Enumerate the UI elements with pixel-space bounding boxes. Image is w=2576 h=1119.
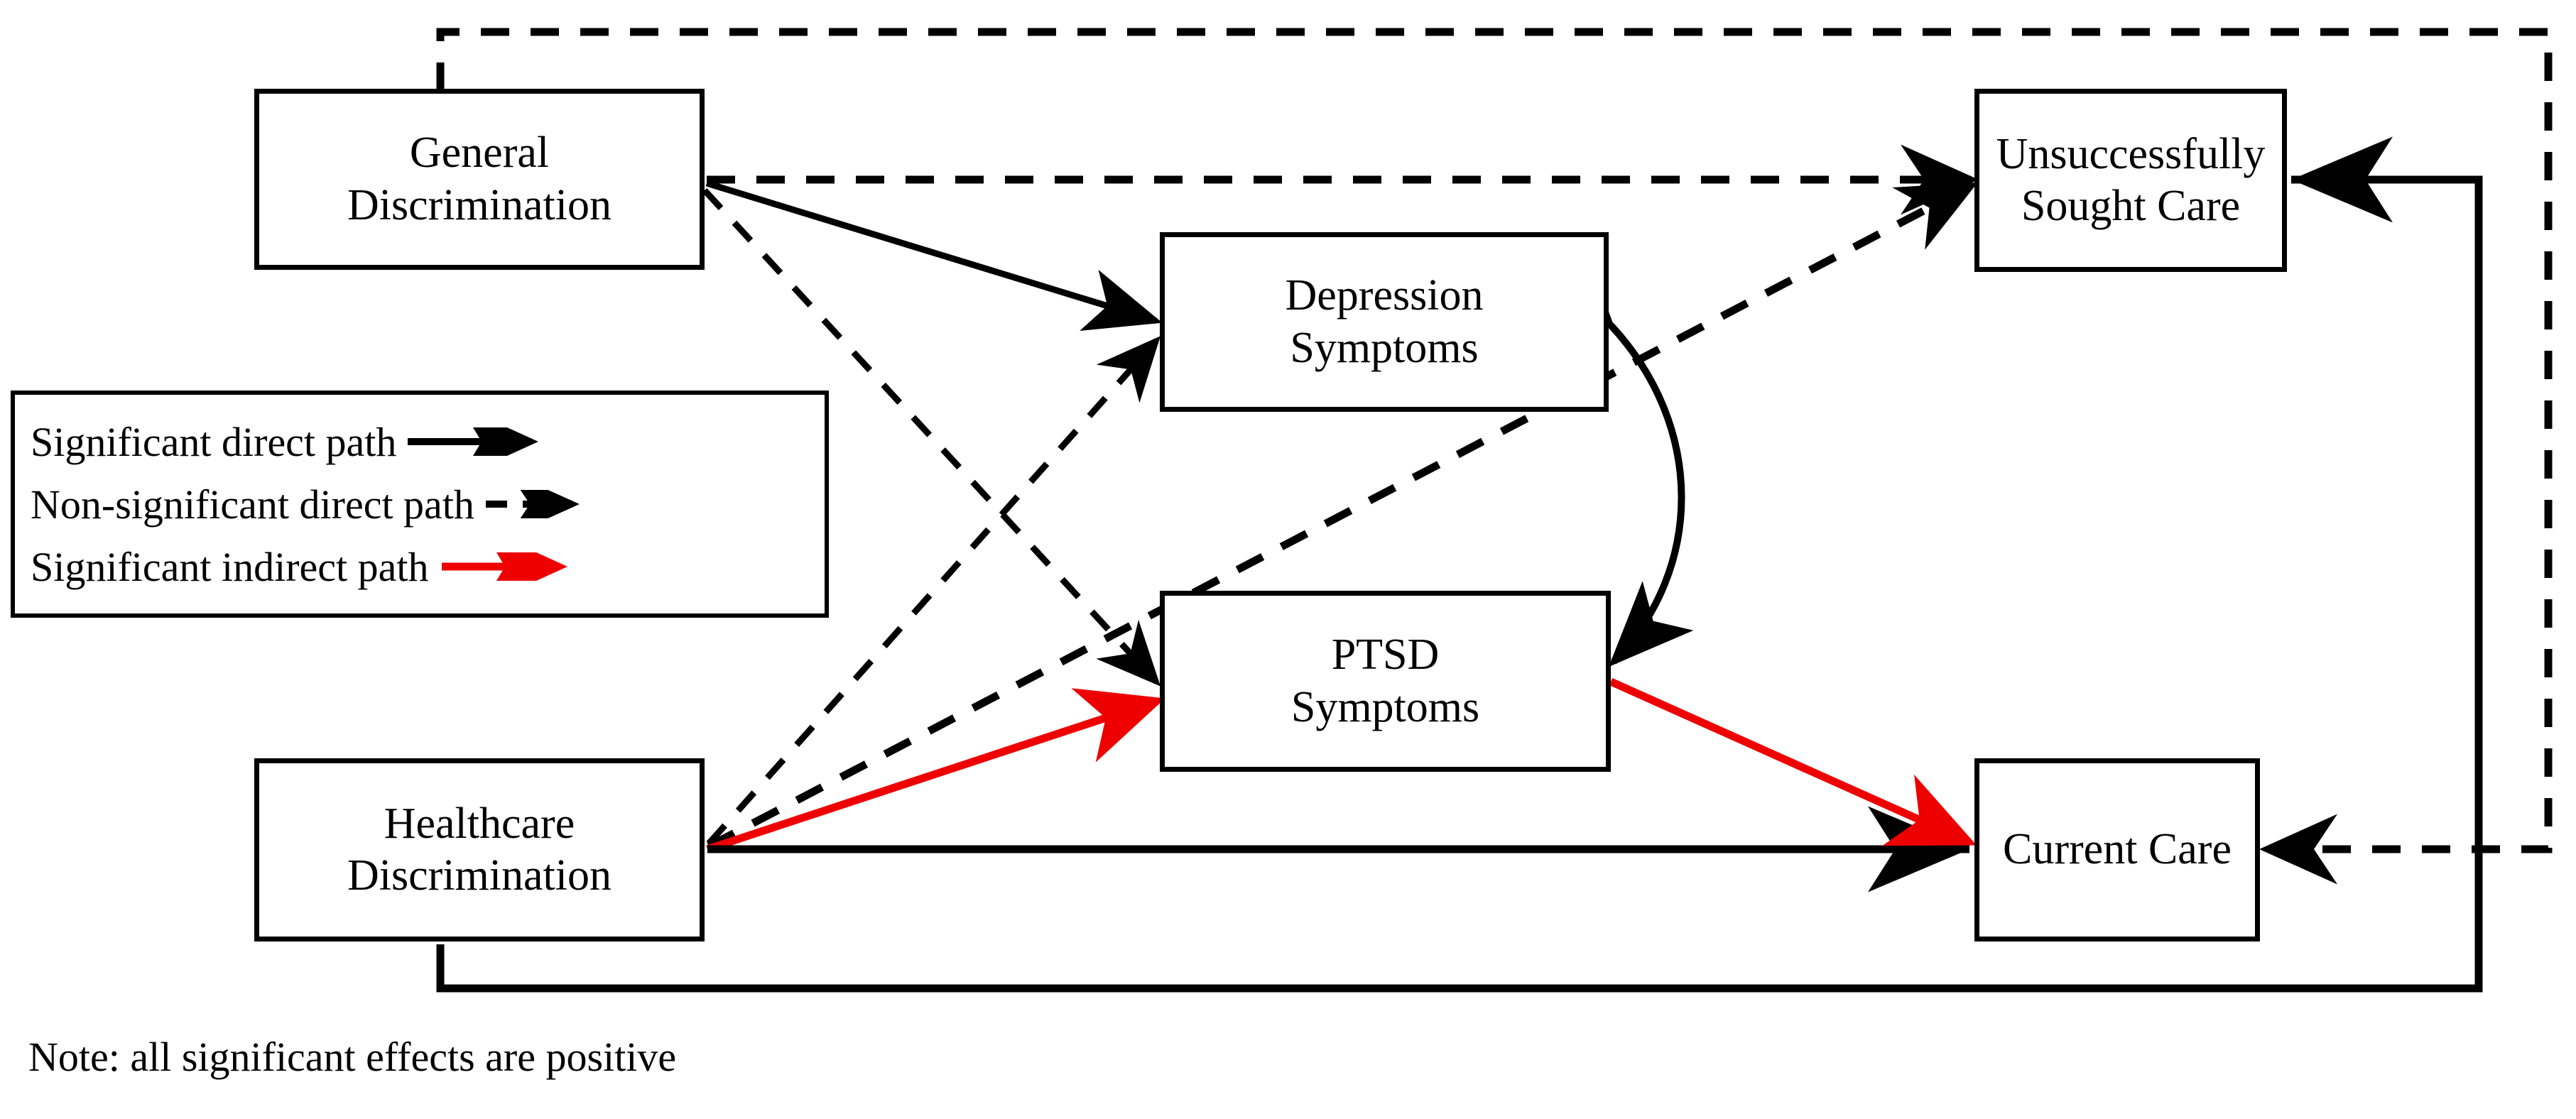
edge-healthcare-to-ptsd-indirect [706,688,1165,853]
edge-depression-ptsd-covariance [1531,244,1694,667]
node-general-discrimination[interactable]: General Discrimination [254,89,705,270]
node-label-line1: Unsuccessfully [1996,129,2266,178]
legend-label-nonsignificant-direct: Non-significant direct path [31,481,474,528]
legend-item-significant-indirect: Significant indirect path [15,535,825,598]
node-label-line2: Symptoms [1290,323,1479,372]
node-label-line2: Discrimination [347,851,612,900]
dashed-arrow-icon [484,490,591,518]
node-unsuccessfully-sought-care[interactable]: Unsuccessfully Sought Care [1974,89,2287,272]
edge-healthcare-to-depression [706,336,1161,846]
node-depression-symptoms[interactable]: Depression Symptoms [1160,232,1609,412]
node-label-line1: Depression [1285,271,1484,320]
edge-healthcare-bottom-to-unsuccessful [436,136,2483,993]
solid-arrow-icon [406,427,548,456]
node-current-care[interactable]: Current Care [1974,758,2260,941]
edge-general-to-depression [705,180,1163,332]
edge-ptsd-to-current-care-indirect [1609,677,1977,846]
node-label-line1: Healthcare [384,799,575,848]
node-label-line1: Current Care [2003,825,2232,874]
edge-general-to-ptsd [702,187,1161,687]
red-arrow-icon [439,552,581,581]
node-label-line2: Discrimination [347,180,612,229]
node-label-line1: PTSD [1331,631,1440,679]
edge-healthcare-to-unsuccessful [707,182,1978,850]
figure-note: Note: all significant effects are positi… [28,1034,677,1080]
node-label-line2: Sought Care [2021,182,2241,230]
legend-label-significant-indirect: Significant indirect path [31,543,429,590]
legend-box: Significant direct path Non-significant … [11,391,829,618]
legend-item-significant-direct: Significant direct path [15,410,825,473]
legend-item-nonsignificant-direct: Non-significant direct path [15,473,825,535]
legend-label-significant-direct: Significant direct path [31,418,397,465]
node-ptsd-symptoms[interactable]: PTSD Symptoms [1160,591,1611,772]
node-label-line1: General [409,129,550,178]
node-healthcare-discrimination[interactable]: Healthcare Discrimination [254,758,705,941]
node-label-line2: Symptoms [1290,682,1480,731]
